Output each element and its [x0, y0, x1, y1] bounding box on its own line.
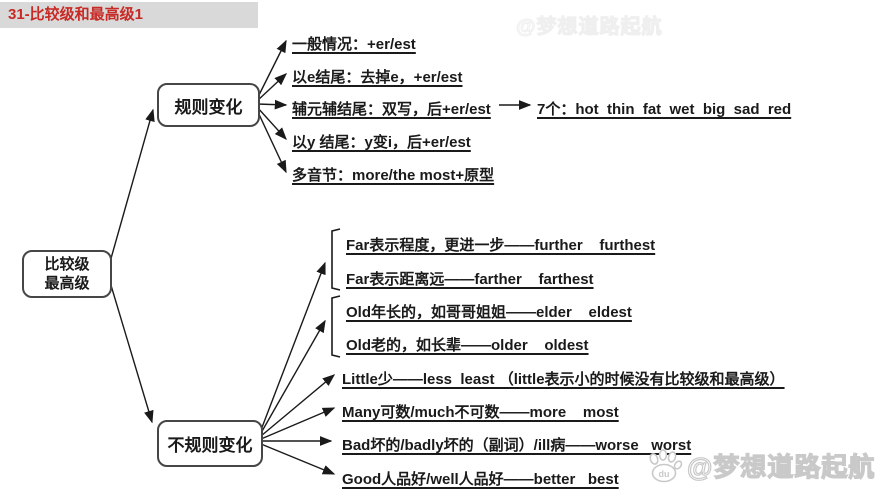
irregular-item-far-degree: Far表示程度，更进一步——further furthest — [346, 237, 656, 254]
root-node: 比较级 最高级 — [22, 250, 112, 298]
irregular-branch-label: 不规则变化 — [167, 436, 253, 455]
root-node-label-line1: 比较级 — [44, 255, 90, 273]
regular-branch-node: 规则变化 — [157, 83, 260, 127]
irregular-item-many: Many可数/much不可数——more most — [342, 404, 619, 421]
irregular-item-far-distance: Far表示距离远——farther farthest — [346, 271, 594, 288]
far-group-bracket — [331, 228, 341, 291]
irregular-item-old-older: Old老的，如长辈——older oldest — [346, 337, 589, 354]
regular-branch-label: 规则变化 — [174, 97, 243, 117]
irregular-item-good: Good人品好/well人品好——better best — [342, 471, 619, 488]
regular-item-general: 一般情况：+er/est — [292, 36, 416, 53]
root-node-label-line2: 最高级 — [44, 275, 90, 292]
irregular-item-little: Little少——less least （little表示小的时候没有比较级和最… — [342, 371, 785, 388]
irregular-item-bad: Bad坏的/badly坏的（副词）/ill病——worse worst — [342, 437, 692, 454]
irregular-branch-node: 不规则变化 — [157, 420, 263, 467]
irregular-item-old-elder: Old年长的，如哥哥姐姐——elder eldest — [346, 304, 632, 321]
regular-item-polysyllabic: 多音节：more/the most+原型 — [292, 167, 495, 184]
regular-item-cvc-ending: 辅元辅结尾：双写，后+er/est — [292, 101, 491, 118]
regular-item-seven-words: 7个：hot thin fat wet big sad red — [537, 101, 792, 118]
regular-item-e-ending: 以e结尾：去掉e，+er/est — [292, 69, 463, 86]
regular-item-y-ending: 以y 结尾：y变i，后+er/est — [292, 134, 471, 151]
page-title: 31-比较级和最高级1 — [0, 2, 258, 28]
old-group-bracket — [331, 295, 341, 358]
